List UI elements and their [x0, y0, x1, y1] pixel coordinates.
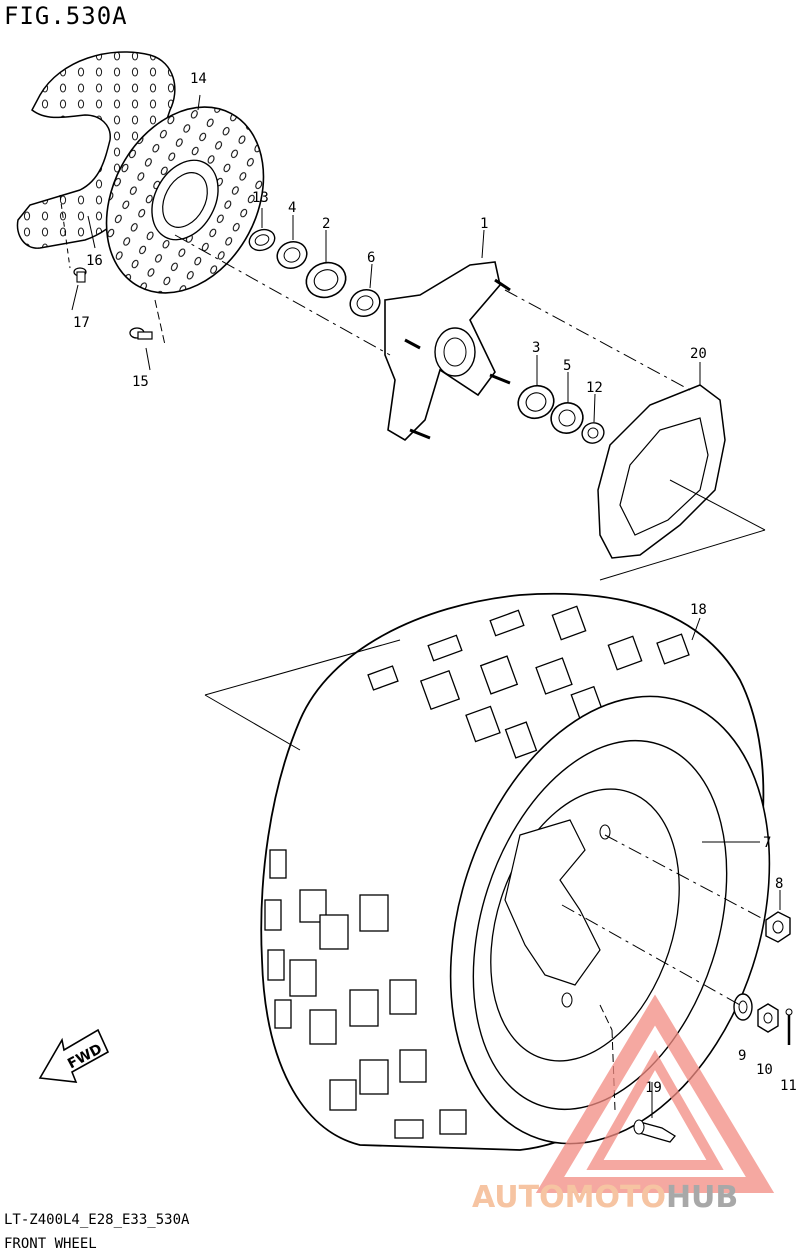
watermark-word-1: AUTO [472, 1180, 565, 1215]
callout-4: 4 [288, 200, 296, 216]
callout-18: 18 [690, 602, 707, 618]
brake-disc [105, 106, 265, 294]
watermark-word-2: MOTO [565, 1180, 666, 1215]
callout-16: 16 [86, 253, 103, 269]
wheel-hub [384, 261, 511, 442]
callout-12: 12 [586, 380, 603, 396]
diagram-name: FRONT WHEEL [4, 1236, 97, 1252]
automotohub-watermark: AUTOMOTOHUB [472, 994, 775, 1215]
spacer-12 [581, 422, 605, 444]
callout-11: 11 [780, 1078, 797, 1094]
callout-13: 13 [252, 190, 269, 206]
diagram-code: LT-Z400L4_E28_E33_530A [4, 1212, 190, 1228]
callout-17: 17 [73, 315, 90, 331]
callout-6: 6 [367, 250, 375, 266]
tire-valve-19 [633, 1119, 676, 1143]
bearing-2 [305, 261, 347, 299]
callout-9: 9 [738, 1048, 746, 1064]
fwd-direction-arrow: FWD [38, 1028, 110, 1083]
hub-gasket-plate [597, 384, 726, 559]
callout-2: 2 [322, 216, 330, 232]
callout-5: 5 [563, 358, 571, 374]
callout-10: 10 [756, 1062, 773, 1078]
spacer-13 [248, 228, 276, 252]
callout-8: 8 [775, 876, 783, 892]
spacer-6 [349, 289, 381, 317]
figure-title: FIG.530A [4, 2, 128, 30]
oil-seal-5 [550, 402, 584, 434]
disc-bolt [129, 327, 153, 340]
callout-1: 1 [480, 216, 488, 232]
svg-text:AUTOMOTOHUB: AUTOMOTOHUB [472, 1180, 738, 1215]
callout-14: 14 [190, 71, 207, 87]
callout-20: 20 [690, 346, 707, 362]
wheel-nut-8 [765, 911, 791, 943]
callout-3: 3 [532, 340, 540, 356]
bearing-3 [517, 384, 555, 420]
watermark-triangle [535, 994, 775, 1193]
callout-15: 15 [132, 374, 149, 390]
leader-lines [59, 94, 781, 1118]
watermark-word-3: HUB [666, 1180, 738, 1215]
cotter-pin-11 [785, 1008, 793, 1045]
washer-9 [733, 993, 753, 1021]
callout-7: 7 [763, 835, 771, 851]
callout-labels: 1 2 3 4 5 6 7 8 9 10 11 12 13 14 15 16 1… [73, 71, 797, 1096]
castle-nut-10 [757, 1003, 779, 1033]
callout-19: 19 [645, 1080, 662, 1096]
cover-bolt [73, 267, 87, 283]
oil-seal-4 [276, 241, 308, 269]
